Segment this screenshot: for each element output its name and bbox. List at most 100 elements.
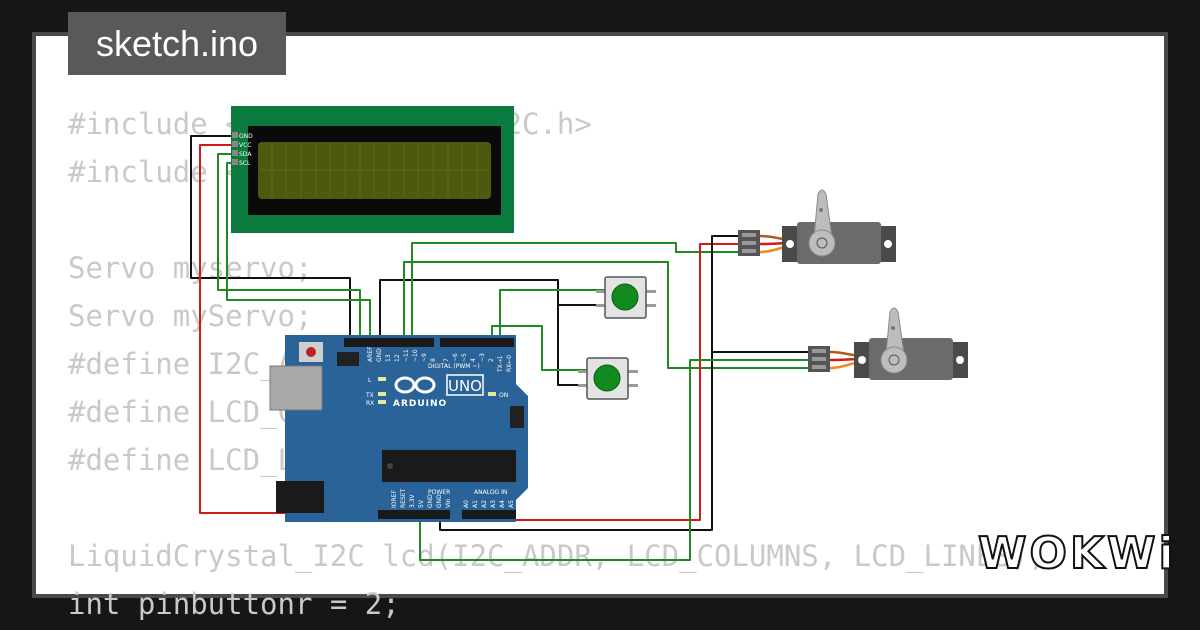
pin-label: A0 <box>463 500 470 508</box>
button-leg <box>646 304 656 307</box>
led-tx <box>378 392 386 396</box>
pin-label: A1 <box>472 500 479 508</box>
pin-label: ~9 <box>421 353 428 362</box>
button-cap <box>611 283 639 311</box>
connector-pin <box>742 241 756 245</box>
arduino-infinity-icon <box>394 376 436 394</box>
arduino-uno-board[interactable]: AREF GND 13 12 ~11 ~10 ~9 8 7 ~6 ~5 4 ~3… <box>269 335 528 522</box>
icsp-header-right <box>510 406 524 428</box>
code-line: int pinbuttonr = 2; <box>68 587 400 621</box>
mount-hole <box>884 240 892 248</box>
lcd-display[interactable]: GND VCC SDA SCL <box>231 106 514 233</box>
pin-label: 7 <box>443 358 450 362</box>
pin-label: ~10 <box>412 349 419 362</box>
pin-label: A5 <box>508 500 515 508</box>
pin-label: A2 <box>481 500 488 508</box>
pin-label: ~5 <box>461 353 468 362</box>
pushbutton-2[interactable] <box>578 357 638 400</box>
horn-hole <box>891 326 895 330</box>
led-label-tx: TX <box>365 392 374 399</box>
pin-label: RX←0 <box>506 355 513 372</box>
led-l <box>378 377 386 381</box>
button-cap <box>593 364 621 392</box>
connector-pin <box>812 349 826 353</box>
pushbutton-1[interactable] <box>596 276 656 319</box>
pin-label: ~3 <box>479 353 486 362</box>
wire-gnd-button1 <box>379 279 606 340</box>
wire-lcd-sda <box>217 153 361 340</box>
button-leg <box>628 370 638 373</box>
horn-hole <box>819 208 823 212</box>
pin-label: GND <box>436 494 443 508</box>
wire-lcd-gnd <box>190 135 351 340</box>
pin-label: RESET <box>400 488 407 508</box>
mount-hole <box>858 356 866 364</box>
servo-hub-screw <box>888 354 900 366</box>
servo-horn <box>885 307 905 355</box>
mount-hole <box>786 240 794 248</box>
wire-servo2-vcc <box>419 359 812 561</box>
pin-label: TX→1 <box>497 355 504 373</box>
pin-label: AREF <box>367 346 374 362</box>
servo-motor-1[interactable] <box>738 189 896 264</box>
button-leg <box>596 304 606 307</box>
lcd-pin <box>232 159 238 165</box>
wire-servo1-signal <box>411 242 742 340</box>
power-header <box>378 510 450 519</box>
led-label-on: ON <box>499 392 508 399</box>
pin-label: GND <box>376 348 383 362</box>
analog-header-label: ANALOG IN <box>474 489 507 496</box>
power-jack <box>276 481 324 513</box>
pin-label: 8 <box>430 358 437 362</box>
servo-hub <box>880 346 908 374</box>
analog-header <box>462 510 516 519</box>
wokwi-logo: WOKWi <box>977 527 1177 580</box>
reset-button-cap <box>306 347 316 357</box>
pin-label: A3 <box>490 500 497 508</box>
led-on <box>488 392 496 396</box>
led-label-rx: RX <box>366 400 374 407</box>
button-leg <box>628 384 638 387</box>
mount-hole <box>956 356 964 364</box>
button-leg <box>578 370 588 373</box>
code-line: LiquidCrystal_I2C lcd(I2C_ADDR, LCD_COLU… <box>68 539 1046 573</box>
uno-label: UNO <box>448 377 482 395</box>
led-rx <box>378 400 386 404</box>
digital-pin-labels: AREF GND 13 12 ~11 ~10 ~9 8 7 ~6 ~5 4 ~3… <box>367 346 513 373</box>
uno-badge <box>446 374 484 396</box>
code-line: Servo myservo; <box>68 251 313 285</box>
led-label-l: L <box>368 377 372 384</box>
servo-hub <box>808 229 836 257</box>
pin-label: 3.3V <box>409 493 416 508</box>
atmega-chip <box>382 450 516 482</box>
code-canvas: #include <LiquidCrystal_I2C.h>#include <… <box>36 36 1164 621</box>
file-tab[interactable]: sketch.ino <box>68 12 286 75</box>
lcd-pin-label-sda: SDA <box>239 151 252 158</box>
pin-label: Vin <box>445 498 452 508</box>
wire-button2-signal <box>491 325 588 371</box>
lcd-pin <box>232 132 238 138</box>
wire-button1-signal <box>499 289 606 340</box>
pin-label: ~11 <box>403 349 410 362</box>
lcd-character-grid <box>260 144 489 197</box>
pin-label: GND <box>427 494 434 508</box>
lcd-pin <box>232 150 238 156</box>
lcd-pin <box>232 141 238 147</box>
power-pin-labels: IOREF RESET 3.3V 5V GND GND Vin <box>391 488 452 508</box>
pin-label: 4 <box>470 358 477 362</box>
servo-motor-2[interactable] <box>808 307 968 380</box>
wire-lcd-scl <box>226 162 371 340</box>
pin-label: 5V <box>418 499 425 508</box>
button-leg <box>578 384 588 387</box>
icsp-header <box>337 352 359 366</box>
servo-horn <box>813 189 833 239</box>
pin-label: 2 <box>488 358 495 362</box>
pin-label: IOREF <box>391 490 398 508</box>
connector-pin <box>742 249 756 253</box>
pin-label: A4 <box>499 500 506 508</box>
servo-hub-screw <box>816 237 828 249</box>
button-leg <box>596 290 606 293</box>
lcd-pin-header: GND VCC SDA SCL <box>232 132 253 167</box>
pin-label: 12 <box>394 354 401 362</box>
